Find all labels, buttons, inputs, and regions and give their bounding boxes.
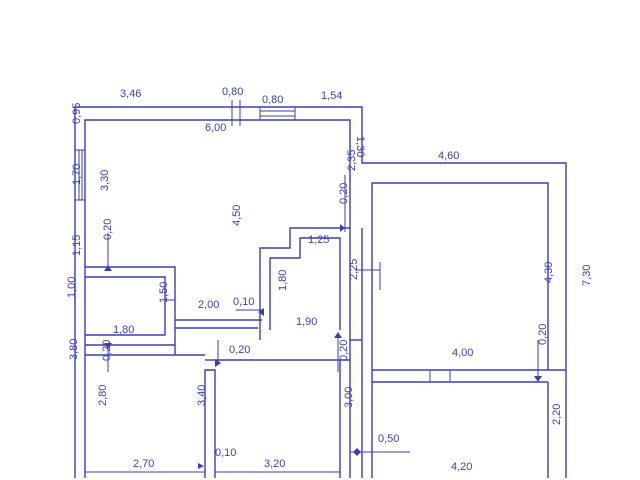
outer-walls [74, 106, 567, 478]
dim-label: 3,80 [68, 339, 80, 360]
dim-label: 1,90 [296, 316, 317, 328]
dim-label: 1,80 [113, 324, 134, 336]
dim-label: 3,40 [196, 385, 208, 406]
dim-label: 2,00 [198, 299, 219, 311]
dim-label: 0,20 [338, 183, 350, 204]
dimension-labels: 3,46 0,80 0,80 1,54 6,00 0,95 1,30 4,60 … [66, 86, 593, 473]
dim-label: 0,80 [262, 94, 283, 106]
dim-label: 0,20 [338, 340, 350, 361]
dim-label: 1,25 [308, 234, 329, 246]
dim-label: 4,60 [438, 150, 459, 162]
dim-label: 1,00 [66, 277, 78, 298]
dim-label: 1,50 [158, 282, 170, 303]
dim-label: 1,80 [277, 270, 289, 291]
dim-label: 6,00 [205, 122, 226, 134]
dim-label: 0,20 [101, 340, 113, 361]
dim-label: 0,50 [378, 433, 399, 445]
window-left [74, 149, 86, 201]
dim-label: 0,10 [233, 296, 254, 308]
dim-label: 3,20 [264, 458, 285, 470]
dim-label: 3,30 [99, 170, 111, 191]
dim-label: 4,30 [543, 262, 555, 283]
dim-label: 2,80 [97, 385, 109, 406]
dim-label: 0,20 [229, 344, 250, 356]
dim-label: 3,00 [343, 387, 355, 408]
dim-label: 0,80 [222, 86, 243, 98]
openings [231, 100, 451, 382]
dim-label: 1,54 [321, 90, 342, 102]
dim-label: 0,20 [102, 219, 114, 240]
dim-label: 2,70 [133, 458, 154, 470]
dim-label: 4,20 [451, 461, 472, 473]
interior-walls [85, 227, 566, 478]
window-top [259, 106, 296, 121]
dim-label: 7,30 [581, 265, 593, 286]
dim-label: 1,70 [71, 164, 83, 185]
dim-label: 0,95 [71, 103, 83, 124]
dim-label: 0,10 [215, 447, 236, 459]
dim-label: 1,15 [71, 235, 83, 256]
dim-label: 4,50 [231, 205, 243, 226]
dim-label: 1,30 [354, 136, 366, 157]
dim-label: 2,20 [551, 404, 563, 425]
dim-label: 3,46 [120, 88, 141, 100]
dim-label: 2,25 [348, 259, 360, 280]
dimension-markers [104, 175, 542, 469]
dim-label: 0,20 [537, 324, 549, 345]
dim-label: 2,35 [346, 150, 358, 171]
dim-label: 4,00 [452, 347, 473, 359]
